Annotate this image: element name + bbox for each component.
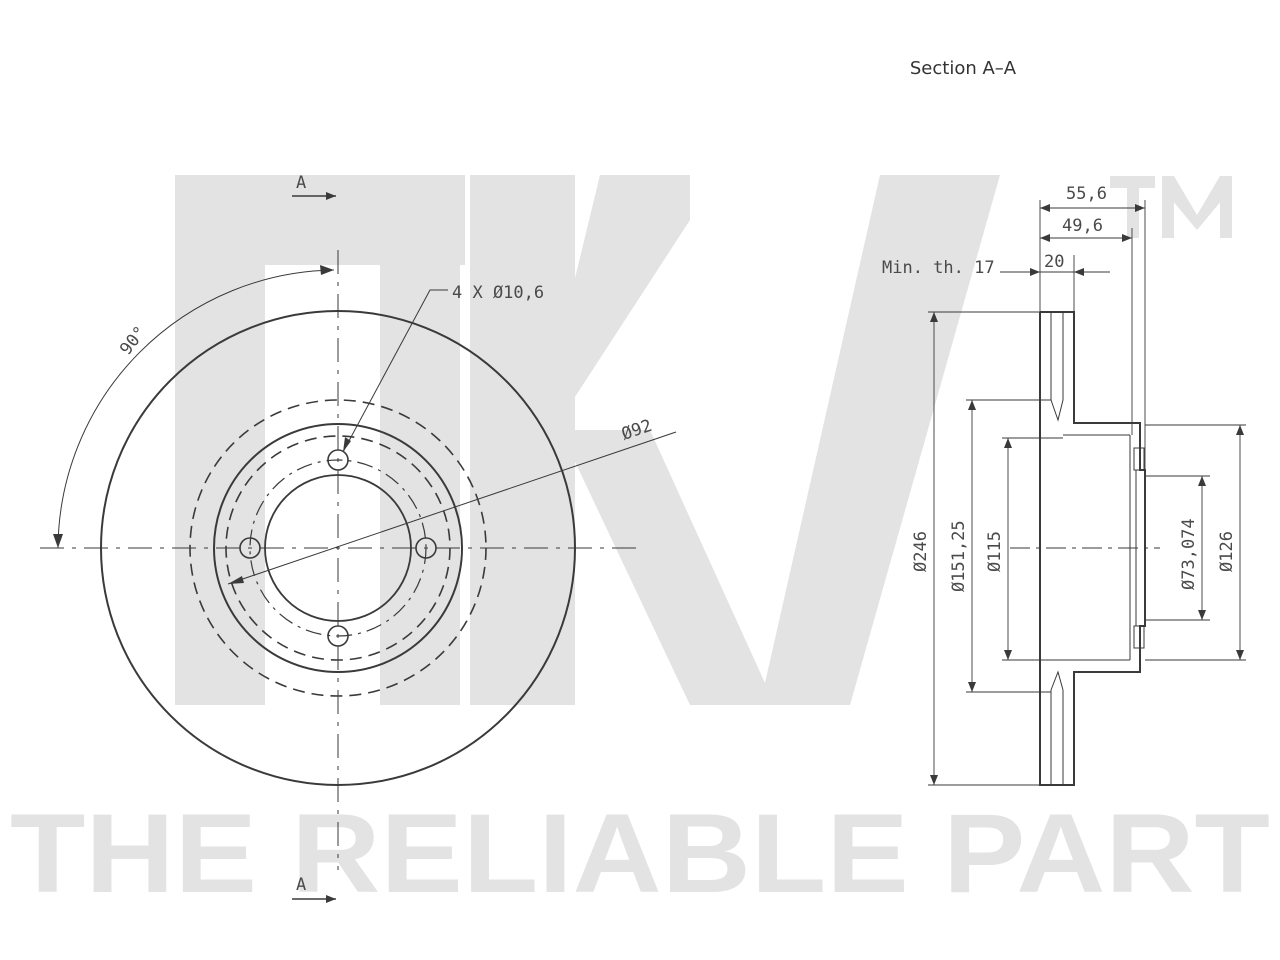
section-arrow-heads <box>930 204 1244 785</box>
section-title: Section A–A <box>910 58 1017 79</box>
angle-arc <box>57 269 335 549</box>
vent-chamfer-bottom <box>1050 670 1064 691</box>
dim-hat-outer-label: Ø115 <box>985 531 1005 572</box>
dim-thickness-label: 20 <box>1044 252 1064 272</box>
watermark: THE RELIABLE PART <box>10 175 1270 916</box>
bolt-hole-right <box>415 537 437 559</box>
section-profile-top <box>1039 311 1146 786</box>
dim-hat-height-label: 49,6 <box>1062 216 1103 236</box>
section-view <box>928 200 1246 786</box>
watermark-logo-n <box>175 175 465 705</box>
dim-outer-diameter-label: Ø246 <box>911 531 931 572</box>
watermark-tm <box>1110 176 1232 238</box>
vent-chamfer-top <box>1050 399 1064 422</box>
friction-ring-inner <box>189 399 487 697</box>
bolt-circle <box>249 459 427 637</box>
angle-arrow-top <box>320 265 334 275</box>
section-marker-top-label: A <box>296 173 306 193</box>
bore-groove-bottom <box>1133 625 1145 649</box>
pcd-leader-line <box>227 431 677 585</box>
bore-groove-top <box>1133 447 1145 471</box>
pcd-arrow-head <box>228 576 244 584</box>
bolt-hole-left <box>239 537 261 559</box>
bolt-hole-bottom <box>327 625 349 647</box>
watermark-logo-k <box>470 175 1000 705</box>
watermark-slogan: THE RELIABLE PART <box>10 791 1270 916</box>
hat-inner-edge <box>225 435 451 661</box>
dim-friction-inner-label: Ø151,25 <box>949 520 969 592</box>
dim-center-bore-label: Ø73,074 <box>1179 518 1199 590</box>
angle-label: 90° <box>116 323 151 360</box>
section-marker-top-arrow-head <box>326 192 336 200</box>
dim-hat-inner-label: Ø126 <box>1217 531 1237 572</box>
section-marker-bottom-label: A <box>296 875 306 895</box>
bolt-holes-leader-line <box>342 289 448 453</box>
bolt-hole-top <box>327 449 349 471</box>
bolt-holes-arrow-head <box>343 437 351 452</box>
min-thickness-label: Min. th. 17 <box>882 258 995 278</box>
hat-outer-edge <box>213 423 463 673</box>
disc-outer-edge <box>100 310 576 786</box>
dim-overall-height-label: 55,6 <box>1066 184 1107 204</box>
section-marker-bottom-arrow-head <box>326 895 336 903</box>
front-view <box>40 192 677 903</box>
bolt-holes-label: 4 X Ø10,6 <box>452 283 544 303</box>
angle-arrow-left <box>53 534 63 548</box>
center-bore <box>264 474 412 622</box>
